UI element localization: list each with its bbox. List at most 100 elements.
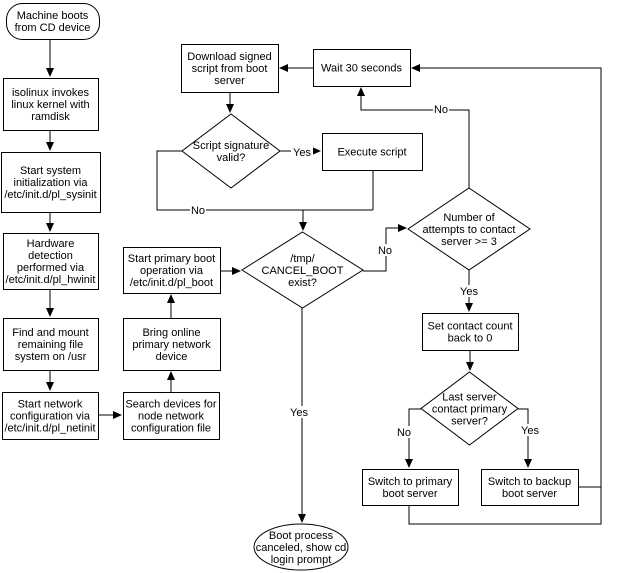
flowedge-cancelboot-no-to-attempts-label: No bbox=[378, 245, 392, 257]
flowedge-hwinit-to-findmount bbox=[46, 289, 54, 317]
flownode-download-script-label: Download signed bbox=[187, 51, 271, 63]
flowedge-sigvalid-no-line-label: No bbox=[191, 205, 205, 217]
flownode-netinit-label: configuration via bbox=[10, 411, 91, 423]
flowedge-attempts-yes-to-setcount: Yes bbox=[458, 270, 480, 312]
flownode-bring-online-label: primary network bbox=[132, 339, 211, 351]
flowedge-search-to-bringonline bbox=[167, 371, 175, 392]
flowedge-cancelboot-yes-to-end: Yes bbox=[288, 308, 310, 523]
flownode-search-devices-label: configuration file bbox=[131, 423, 211, 435]
flowedge-sigvalid-no-line: No bbox=[156, 150, 373, 217]
flownode-cancel-boot-exist-label: /tmp/ bbox=[290, 253, 315, 265]
flownode-netinit-label: Start network bbox=[18, 399, 83, 411]
flownode-cancel-boot-exist-label: CANCEL_BOOT bbox=[262, 265, 344, 277]
flowedge-attempts-no-to-wait30: No bbox=[357, 87, 470, 188]
flownode-isolinux-label: isolinux invokes bbox=[12, 87, 90, 99]
flownode-script-signature-valid-label: valid? bbox=[217, 152, 246, 164]
flowedge-plboot-to-cancelboot bbox=[220, 267, 241, 275]
flownode-find-mount-label: Find and mount bbox=[12, 327, 88, 339]
flowedge-sigvalid-yes-to-execute-label: Yes bbox=[293, 147, 311, 159]
flowedge-bringonline-to-plboot bbox=[167, 294, 175, 318]
flowedge-wait30-to-download bbox=[279, 64, 313, 72]
flowedge-primary-loop-to-wait30 bbox=[408, 64, 602, 525]
flownode-netinit-label: /etc/init.d/pl_netinit bbox=[4, 423, 95, 435]
flownode-find-mount-label: remaining file bbox=[18, 339, 83, 351]
flowedge-attempts-no-to-wait30-label: No bbox=[434, 104, 448, 116]
flownode-sysinit-label: Start system bbox=[20, 165, 81, 177]
flownode-hwinit-label: /etc/init.d/pl_hwinit bbox=[6, 274, 96, 286]
flownode-pl-boot-label: Start primary boot bbox=[128, 253, 215, 265]
flownode-last-server-check-label: Last server bbox=[442, 392, 497, 404]
flowedge-attempts-yes-to-setcount-label: Yes bbox=[460, 286, 478, 298]
flowedge-cancelboot-no-to-attempts: No bbox=[363, 224, 407, 272]
flownode-isolinux-label: ramdisk bbox=[31, 111, 70, 123]
flownode-hwinit-label: Hardware bbox=[27, 238, 75, 250]
flownode-last-server-check-label: contact primary bbox=[432, 404, 508, 416]
flownode-cancel-boot-exist-label: exist? bbox=[288, 277, 317, 289]
flownode-execute-script: Execute script bbox=[322, 133, 423, 171]
flownode-boot-canceled-label: canceled, show cd bbox=[256, 542, 347, 554]
flownode-attempts-check-label: server >= 3 bbox=[441, 236, 497, 248]
flowedge-lastserver-no-to-primary: No bbox=[396, 408, 421, 468]
flownode-pl-boot-label: operation via bbox=[140, 265, 204, 277]
flownode-find-mount-label: system on /usr bbox=[15, 351, 87, 363]
flownode-attempts-check-label: Number of bbox=[443, 212, 495, 224]
flownode-wait-30-seconds-label: Wait 30 seconds bbox=[321, 63, 402, 75]
flownode-switch-primary-label: boot server bbox=[382, 488, 437, 500]
flownode-last-server-check-label: server? bbox=[451, 416, 488, 428]
flownode-execute-script-label: Execute script bbox=[337, 147, 406, 159]
flowedge-start-to-isolinux bbox=[46, 39, 54, 77]
flownode-set-contact-count-label: Set contact count bbox=[428, 321, 513, 333]
flownode-bring-online-label: Bring online bbox=[142, 327, 200, 339]
flownode-hwinit-label: performed via bbox=[17, 262, 85, 274]
flownode-set-contact-count-label: back to 0 bbox=[448, 333, 493, 345]
flownode-sysinit-label: initialization via bbox=[14, 177, 89, 189]
flownode-machine-boots-label: Machine boots bbox=[17, 10, 89, 22]
flownode-switch-primary-label: Switch to primary bbox=[368, 476, 453, 488]
flowedge-cancelboot-yes-to-end-label: Yes bbox=[290, 407, 308, 419]
flownode-search-devices-label: node network bbox=[138, 411, 205, 423]
flownode-sysinit-label: /etc/init.d/pl_sysinit bbox=[4, 189, 96, 201]
flownode-isolinux-label: linux kernel with bbox=[11, 99, 89, 111]
flownode-download-script-label: server bbox=[214, 75, 245, 87]
flownode-switch-backup-label: Switch to backup bbox=[488, 476, 571, 488]
flowedge-netinit-to-search bbox=[98, 411, 122, 419]
flownode-boot-canceled-label: Boot process bbox=[269, 530, 334, 542]
flownode-hwinit-label: detection bbox=[28, 250, 73, 262]
flowedge-download-to-sigvalid bbox=[226, 92, 234, 113]
flowedge-setcount-to-lastserver bbox=[466, 350, 474, 371]
flownode-pl-boot-label: /etc/init.d/pl_boot bbox=[130, 277, 213, 289]
flownode-bring-online-label: device bbox=[156, 351, 188, 363]
flownode-switch-backup-label: boot server bbox=[502, 488, 557, 500]
flowedge-sigvalid-yes-to-execute: Yes bbox=[280, 146, 321, 159]
flowedge-sysinit-to-hwinit bbox=[46, 212, 54, 232]
flownode-download-script-label: script from boot bbox=[192, 63, 268, 75]
flowedge-lastserver-no-to-primary-label: No bbox=[397, 427, 411, 439]
flownode-attempts-check-label: attempts to contact bbox=[423, 224, 516, 236]
flownode-boot-canceled-label: login prompt bbox=[271, 554, 332, 566]
flowedge-isolinux-to-sysinit bbox=[46, 130, 54, 151]
flownode-machine-boots-label: from CD device bbox=[15, 22, 91, 34]
flowedge-lastserver-yes-to-backup: Yes bbox=[518, 408, 541, 468]
flownode-wait-30-seconds: Wait 30 seconds bbox=[313, 49, 411, 87]
flowedge-lastserver-yes-to-backup-label: Yes bbox=[521, 425, 539, 437]
